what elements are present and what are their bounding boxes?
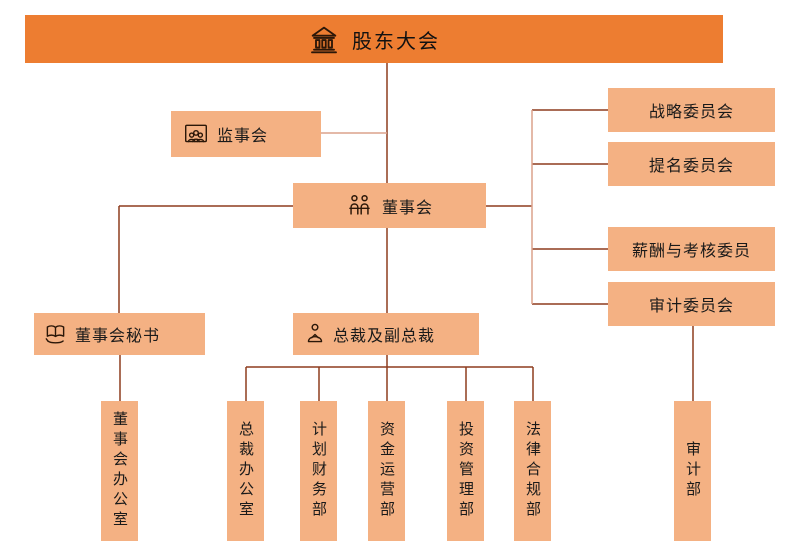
dept-planning-finance-label: 计划财务部 [310, 421, 327, 521]
dept-investment-management-label: 投资管理部 [457, 421, 474, 521]
dept-legal-compliance-label: 法律合规部 [524, 421, 541, 521]
dept-audit-label: 审计部 [684, 441, 701, 501]
node-committee-remuneration[interactable]: 薪酬与考核委员 [608, 227, 775, 271]
node-board-of-directors[interactable]: 董事会 [293, 183, 486, 228]
book-hand-icon [42, 321, 69, 347]
committee-strategy-label: 战略委员会 [648, 104, 734, 121]
bank-icon [308, 22, 340, 56]
node-dept-board-office[interactable]: 董事会办公室 [101, 401, 138, 541]
board-of-directors-label: 董事会 [381, 199, 433, 217]
committee-audit-label: 审计委员会 [648, 298, 734, 315]
node-committee-audit[interactable]: 审计委员会 [608, 282, 775, 326]
meeting-people-icon [182, 121, 210, 147]
shareholders-meeting-label: 股东大会 [352, 30, 440, 53]
dept-board-office-label: 董事会办公室 [111, 411, 128, 531]
president-label: 总裁及副总裁 [333, 328, 436, 345]
presenter-icon [302, 321, 328, 347]
node-dept-audit[interactable]: 审计部 [674, 401, 711, 541]
node-supervisory-board[interactable]: 监事会 [171, 111, 321, 157]
node-dept-capital-operations[interactable]: 资金运营部 [368, 401, 405, 541]
supervisory-board-label: 监事会 [217, 128, 269, 145]
node-committee-strategy[interactable]: 战略委员会 [608, 88, 775, 132]
node-president[interactable]: 总裁及副总裁 [293, 313, 479, 355]
dept-capital-operations-label: 资金运营部 [378, 421, 395, 521]
seated-board-icon [346, 192, 373, 219]
board-secretary-label: 董事会秘书 [75, 328, 161, 345]
node-dept-president-office[interactable]: 总裁办公室 [227, 401, 264, 541]
node-dept-investment-management[interactable]: 投资管理部 [447, 401, 484, 541]
committee-remuneration-label: 薪酬与考核委员 [631, 243, 751, 260]
committee-nomination-label: 提名委员会 [648, 158, 734, 175]
node-shareholders-meeting[interactable]: 股东大会 [25, 15, 723, 63]
dept-president-office-label: 总裁办公室 [237, 421, 254, 521]
node-dept-planning-finance[interactable]: 计划财务部 [300, 401, 337, 541]
node-committee-nomination[interactable]: 提名委员会 [608, 142, 775, 186]
node-dept-legal-compliance[interactable]: 法律合规部 [514, 401, 551, 541]
node-board-secretary[interactable]: 董事会秘书 [34, 313, 205, 355]
